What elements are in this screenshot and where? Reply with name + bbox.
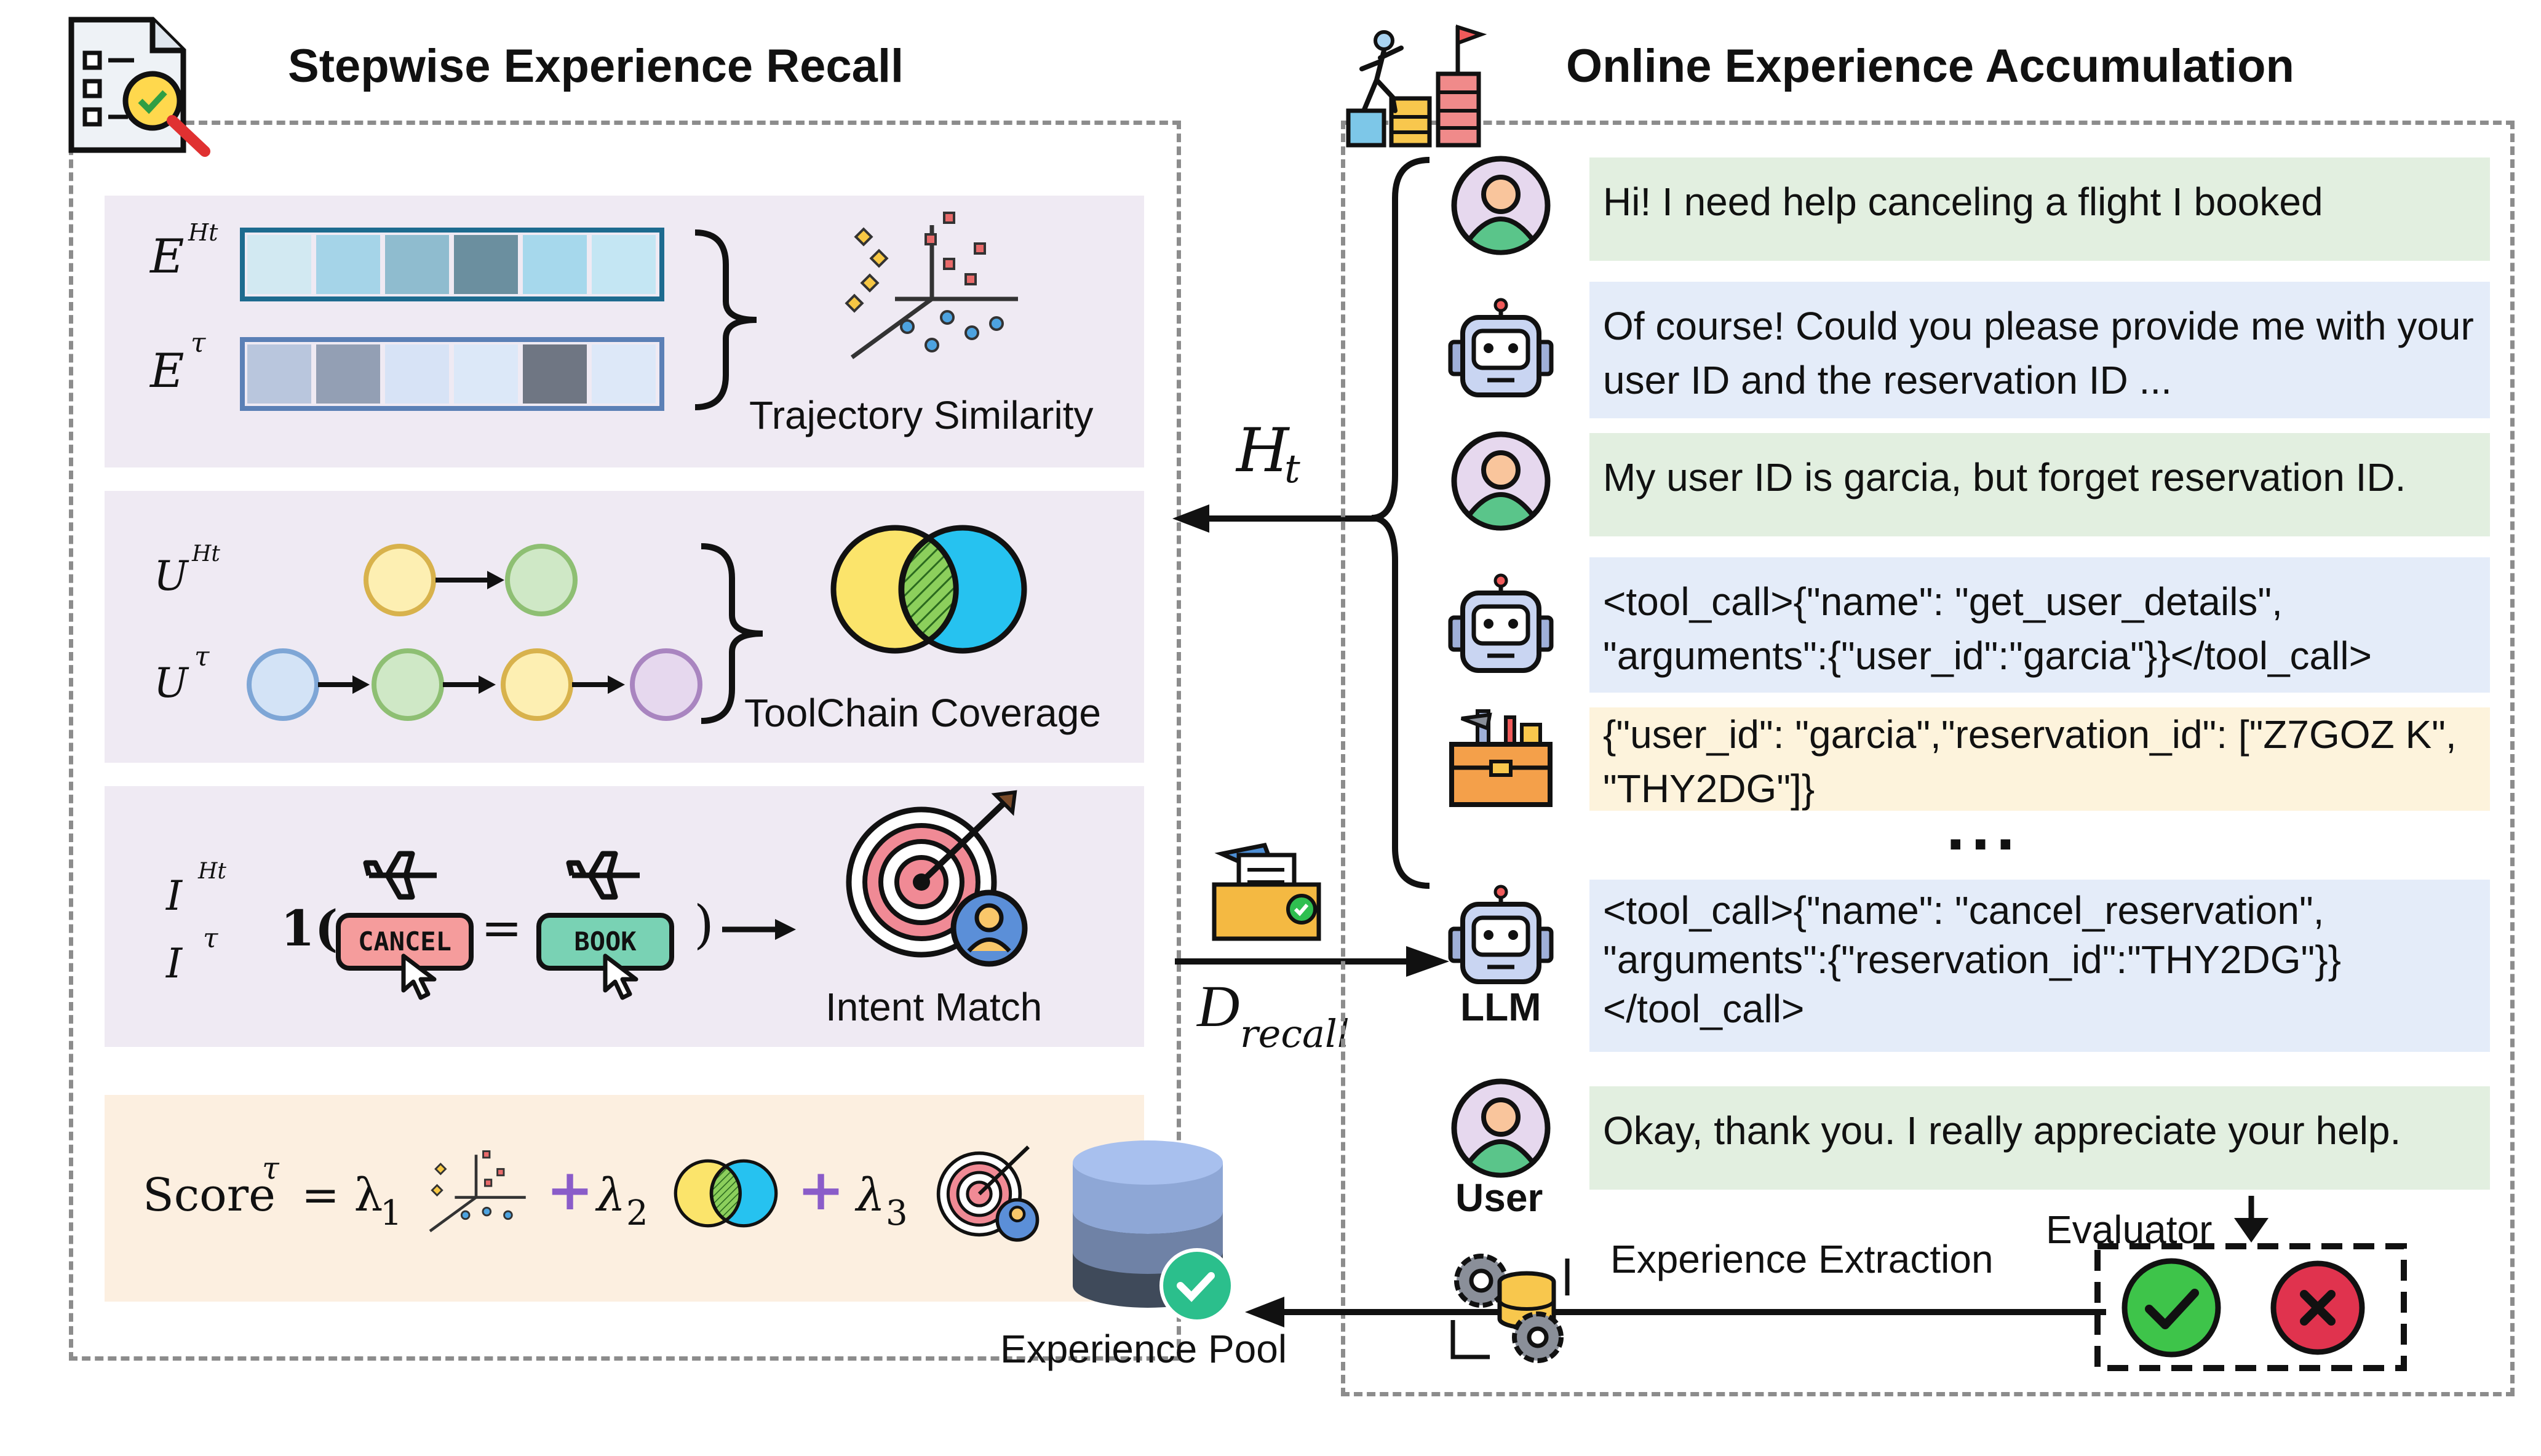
scatter-plot-icon	[845, 212, 1018, 359]
dialog-message-1: Hi! I need help canceling a flight I boo…	[1589, 157, 2490, 261]
history-subscript: t	[1284, 447, 1300, 492]
experience-embedding-vector	[240, 337, 664, 411]
score-scatter-icon	[429, 1150, 526, 1233]
toolchain-brace	[701, 543, 763, 724]
dialog-message-2: Of course! Could you please provide me w…	[1589, 282, 2490, 418]
score-sub1: 1	[380, 1193, 402, 1233]
history-toolchain-graph	[364, 544, 578, 616]
dialog-message-4: <tool_call>{"name": "get_user_details", …	[1589, 557, 2490, 693]
user-label: User	[1455, 1176, 1543, 1220]
book-airplane-icon	[566, 851, 640, 900]
dialog-message-6: <tool_call>{"name": "cancel_reservation"…	[1589, 880, 2490, 1052]
toolchain-coverage-label: ToolChain Coverage	[744, 691, 1101, 735]
evaluator-label: Evaluator	[2046, 1207, 2213, 1252]
trajectory-row2-symbol: E	[150, 343, 185, 398]
recall-arrow	[1175, 946, 1449, 977]
history-arrow	[1172, 504, 1382, 533]
score-plus-1: +	[546, 1156, 594, 1223]
cancel-button-label: CANCEL	[358, 926, 451, 957]
user-avatar-3	[1451, 1078, 1551, 1178]
intent-match-label: Intent Match	[825, 985, 1043, 1029]
llm-label: LLM	[1460, 985, 1541, 1029]
toolchain-row1-symbol: U	[154, 552, 188, 600]
score-sup: τ	[262, 1150, 279, 1186]
recall-symbol: D	[1197, 973, 1240, 1039]
toolchain-row2-symbol: U	[154, 659, 188, 707]
score-plus-2: +	[797, 1156, 845, 1223]
dialog-message-3: My user ID is garcia, but forget reserva…	[1589, 433, 2490, 536]
score-lambda2: λ	[597, 1169, 626, 1222]
intent-row2-sup: τ	[203, 923, 218, 954]
toolchain-row1-sup: Ht	[192, 541, 220, 567]
intent-close-paren: )	[694, 894, 714, 955]
user-avatar-2	[1451, 431, 1551, 531]
intent-arrow	[722, 919, 796, 940]
user-avatar-1	[1451, 156, 1551, 255]
dialog-brace	[1371, 157, 1430, 889]
experience-extraction-label: Experience Extraction	[1610, 1237, 1994, 1281]
score-sub3: 3	[886, 1193, 908, 1233]
intent-row2-symbol: I	[166, 940, 183, 987]
score-venn-icon	[674, 1159, 778, 1228]
intent-equals: =	[481, 899, 523, 957]
toolchain-row2-sup: τ	[194, 641, 210, 672]
intent-indicator: 1(	[280, 899, 338, 957]
book-button-graphic: BOOK	[536, 913, 674, 971]
right-panel	[1341, 121, 2515, 1396]
venn-diagram-icon	[830, 525, 1027, 654]
accept-check-icon	[2121, 1258, 2221, 1358]
evaluator-box	[2094, 1243, 2407, 1371]
score-word: Score	[143, 1169, 276, 1222]
trajectory-row1-symbol: E	[150, 229, 185, 284]
reject-cross-icon	[2270, 1260, 2365, 1355]
recall-folder-icon	[1212, 842, 1321, 941]
checklist-search-icon	[68, 17, 210, 157]
experience-extraction-arrow	[1245, 1297, 2106, 1327]
experience-pool-database-icon	[1073, 1140, 1235, 1323]
trajectory-row2-sup: τ	[191, 327, 206, 359]
experience-toolchain-graph	[247, 648, 702, 721]
right-panel-title: Online Experience Accumulation	[1566, 40, 2294, 92]
goal-steps-icon	[1346, 24, 1487, 148]
assistant-robot-icon-1	[1448, 298, 1554, 397]
evaluator-arrow	[2234, 1196, 2269, 1243]
dialog-ellipsis: ...	[1946, 789, 2021, 864]
score-target-icon	[936, 1145, 1040, 1242]
trajectory-row1-sup: Ht	[188, 219, 218, 246]
intent-row1-sup: Ht	[198, 859, 226, 884]
assistant-robot-icon-2	[1448, 573, 1554, 673]
trajectory-brace	[694, 229, 757, 410]
target-user-icon	[846, 790, 1028, 967]
score-lambda3: λ	[856, 1169, 885, 1222]
history-embedding-vector	[240, 228, 664, 301]
book-cursor-icon	[603, 953, 638, 1000]
score-equals-lambda1: = λ	[301, 1169, 383, 1222]
toolbox-icon	[1449, 709, 1553, 807]
llm-robot-icon	[1448, 885, 1554, 984]
extraction-gear-database-icon	[1450, 1254, 1570, 1363]
experience-pool-label: Experience Pool	[1000, 1327, 1287, 1371]
intent-row1-symbol: I	[166, 872, 183, 920]
dialog-message-5: {"user_id": "garcia","reservation_id": […	[1589, 707, 2490, 811]
left-panel-title: Stepwise Experience Recall	[288, 40, 904, 92]
score-sub2: 2	[626, 1193, 648, 1233]
recall-subscript: recall	[1240, 1011, 1350, 1056]
dialog-message-7: Okay, thank you. I really appreciate you…	[1589, 1086, 2490, 1190]
trajectory-similarity-label: Trajectory Similarity	[749, 393, 1094, 437]
cancel-airplane-icon	[363, 851, 437, 900]
history-symbol: H	[1236, 416, 1289, 486]
left-panel	[69, 121, 1181, 1361]
cancel-cursor-icon	[401, 953, 437, 1000]
book-button-label: BOOK	[574, 926, 637, 957]
